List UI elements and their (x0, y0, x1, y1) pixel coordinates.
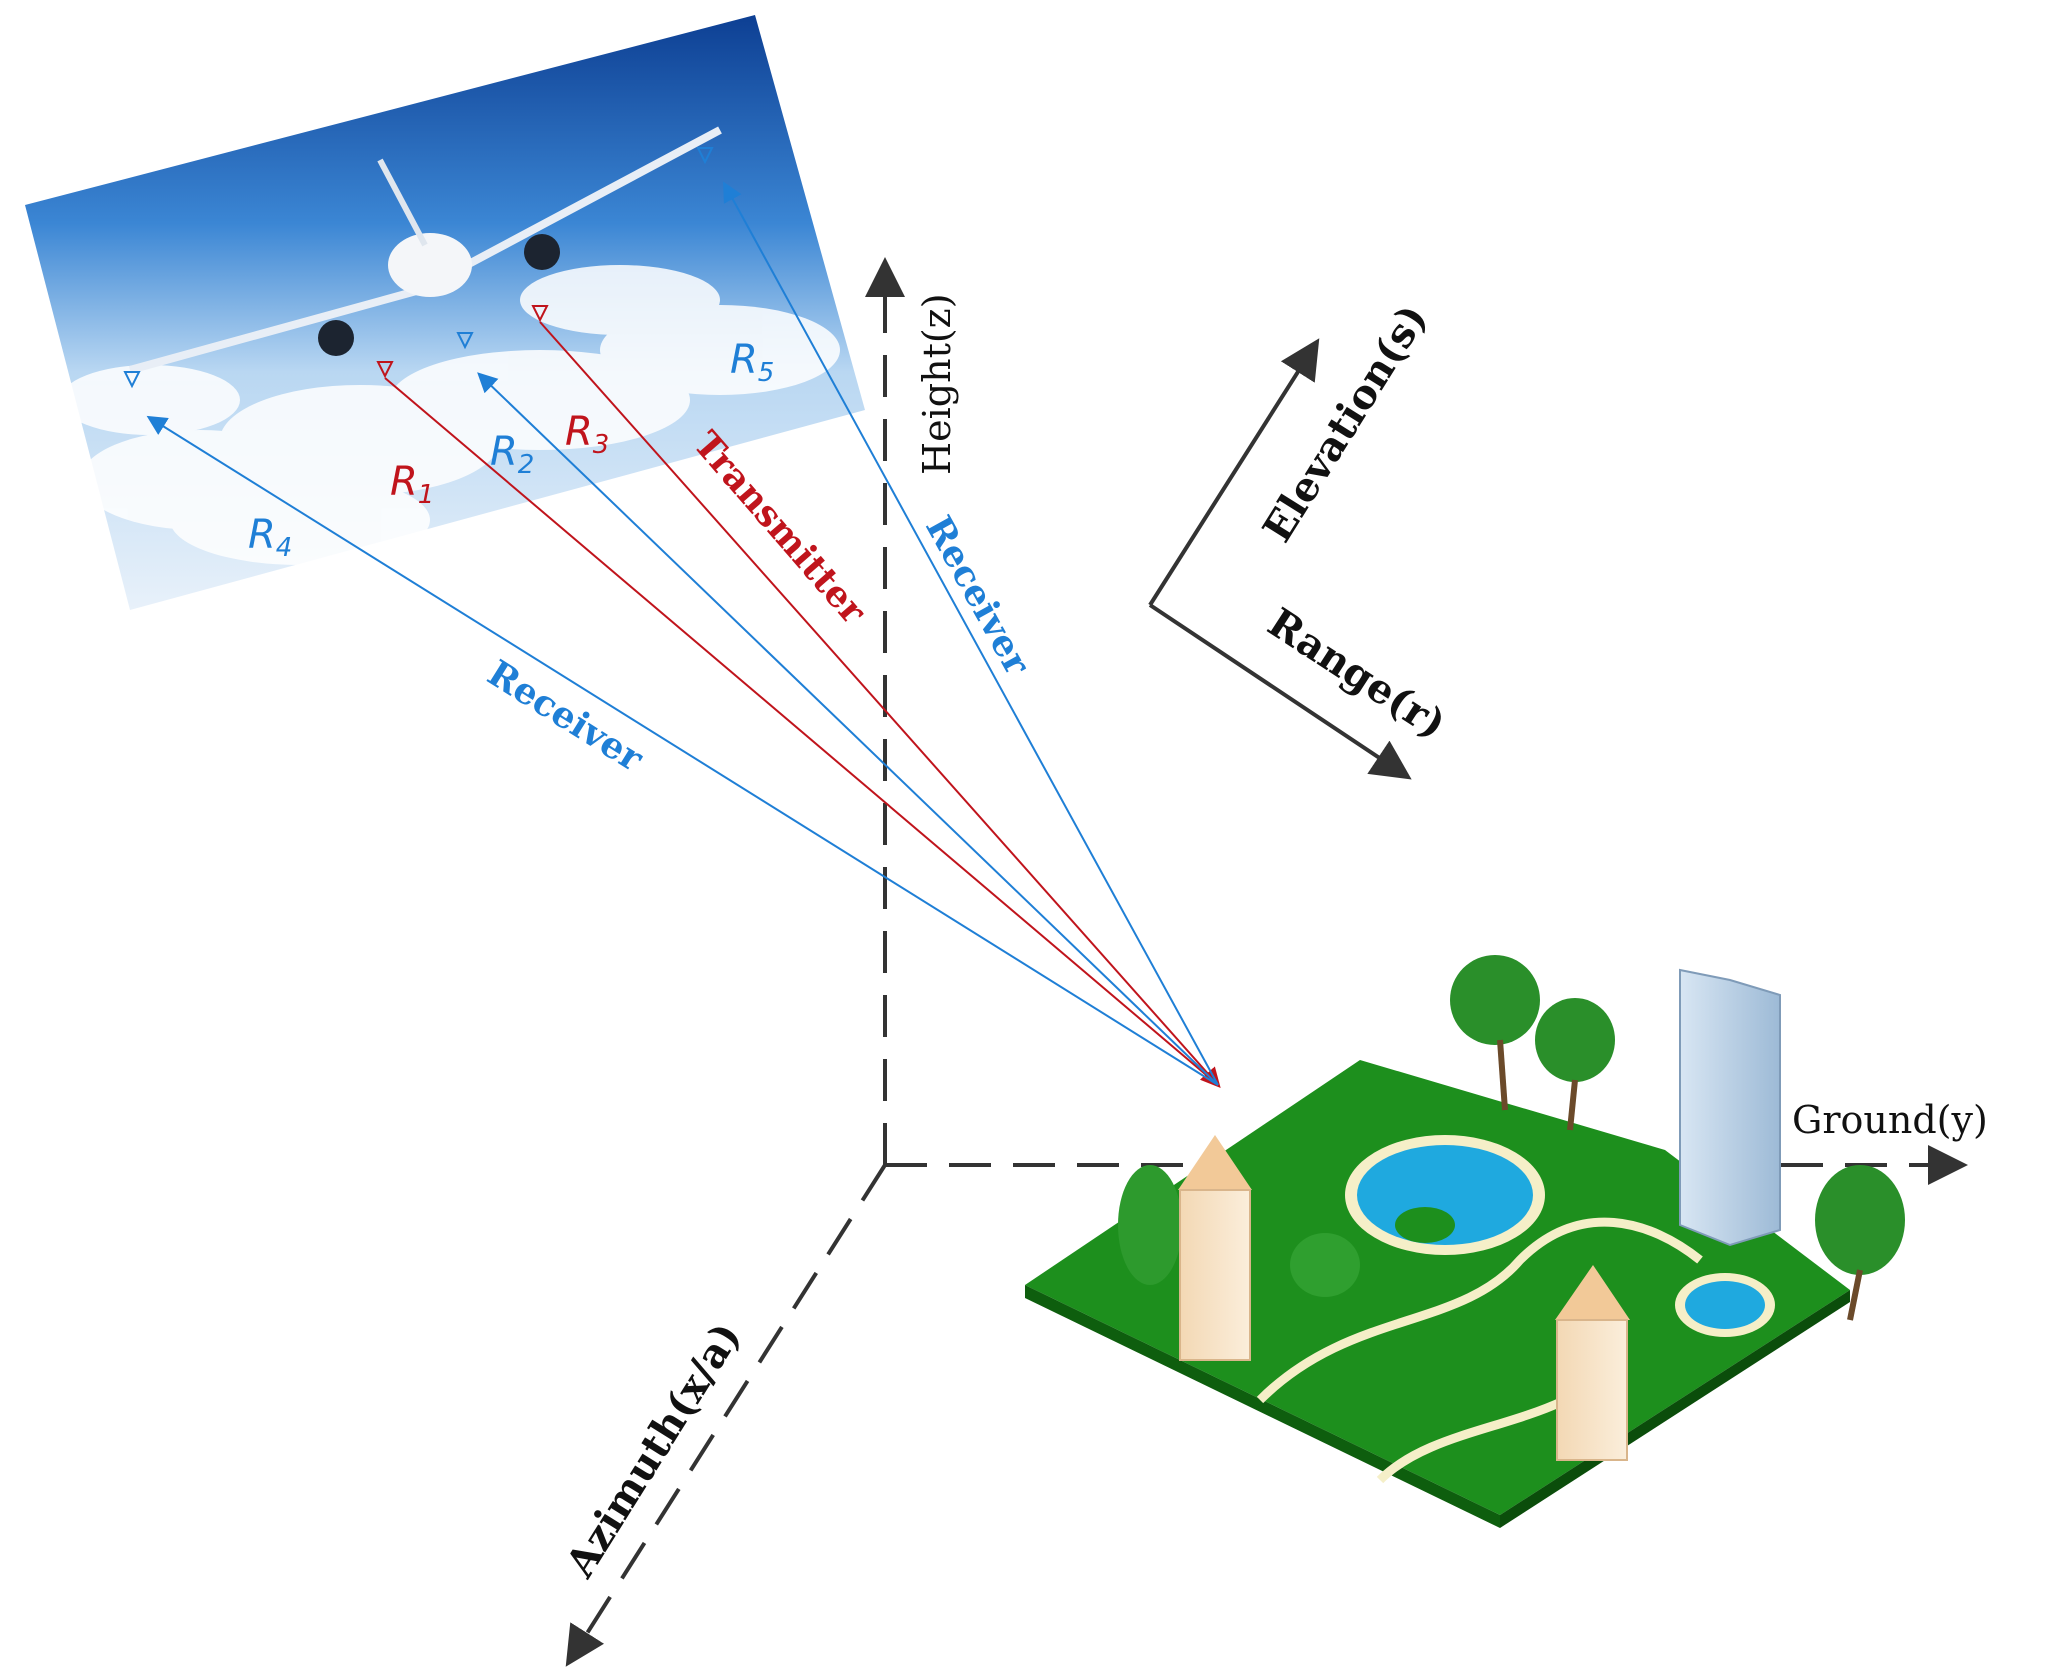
receiver-label-left: Receiver (480, 652, 651, 780)
antenna-markers (123, 147, 714, 389)
antenna-label-r5-sub: 5 (758, 358, 775, 388)
antenna-label-r3-sub: 3 (593, 430, 610, 460)
aircraft-photo (25, 15, 865, 610)
antenna-label-r4-sub: 4 (276, 533, 293, 563)
receiver-label-right: Receiver (917, 509, 1039, 683)
antenna-label-r5-letter: R (730, 337, 758, 383)
antenna-label-r5: R5 (730, 337, 774, 388)
coordinate-axes (565, 257, 1968, 1667)
antenna-r4-icon (123, 371, 141, 389)
elevation-axis-label: Elevation(s) (1254, 296, 1437, 550)
antenna-label-r1-sub: 1 (418, 480, 435, 510)
antenna-label-r2: R2 (490, 429, 534, 480)
antenna-label-r1-letter: R (390, 459, 418, 505)
transmitter-label: Transmitter (685, 423, 875, 632)
antenna-label-r2-letter: R (490, 429, 518, 475)
range-elevation-frame (1148, 338, 1412, 780)
azimuth-axis-label: Azimuth(x/a) (556, 1314, 750, 1586)
antenna-r3-icon (531, 305, 549, 323)
range-axis-label: Range(r) (1260, 599, 1455, 748)
ray-r5-receive (723, 181, 1219, 1086)
ground-scene (1025, 955, 1905, 1528)
antenna-r2-icon (456, 332, 474, 350)
antenna-labels: R1 R2 R3 R4 R5 (248, 337, 774, 563)
height-axis-label: Height(z) (915, 293, 959, 475)
ray-r1-transmit (384, 377, 1219, 1086)
antenna-r1-icon (376, 361, 394, 379)
ray-r4-receive (146, 415, 1219, 1086)
antenna-label-r4-letter: R (248, 512, 276, 558)
antenna-label-r3-letter: R (565, 409, 593, 455)
antenna-label-r4: R4 (248, 512, 292, 563)
ground-axis-label: Ground(y) (1792, 1098, 1988, 1142)
antenna-label-r3: R3 (565, 409, 609, 460)
signal-rays (146, 181, 1221, 1088)
antenna-r5-icon (696, 147, 714, 165)
antenna-label-r2-sub: 2 (518, 450, 535, 480)
antenna-label-r1: R1 (390, 459, 434, 510)
ray-r2-receive (477, 372, 1219, 1086)
ray-r3-transmit (539, 321, 1221, 1088)
